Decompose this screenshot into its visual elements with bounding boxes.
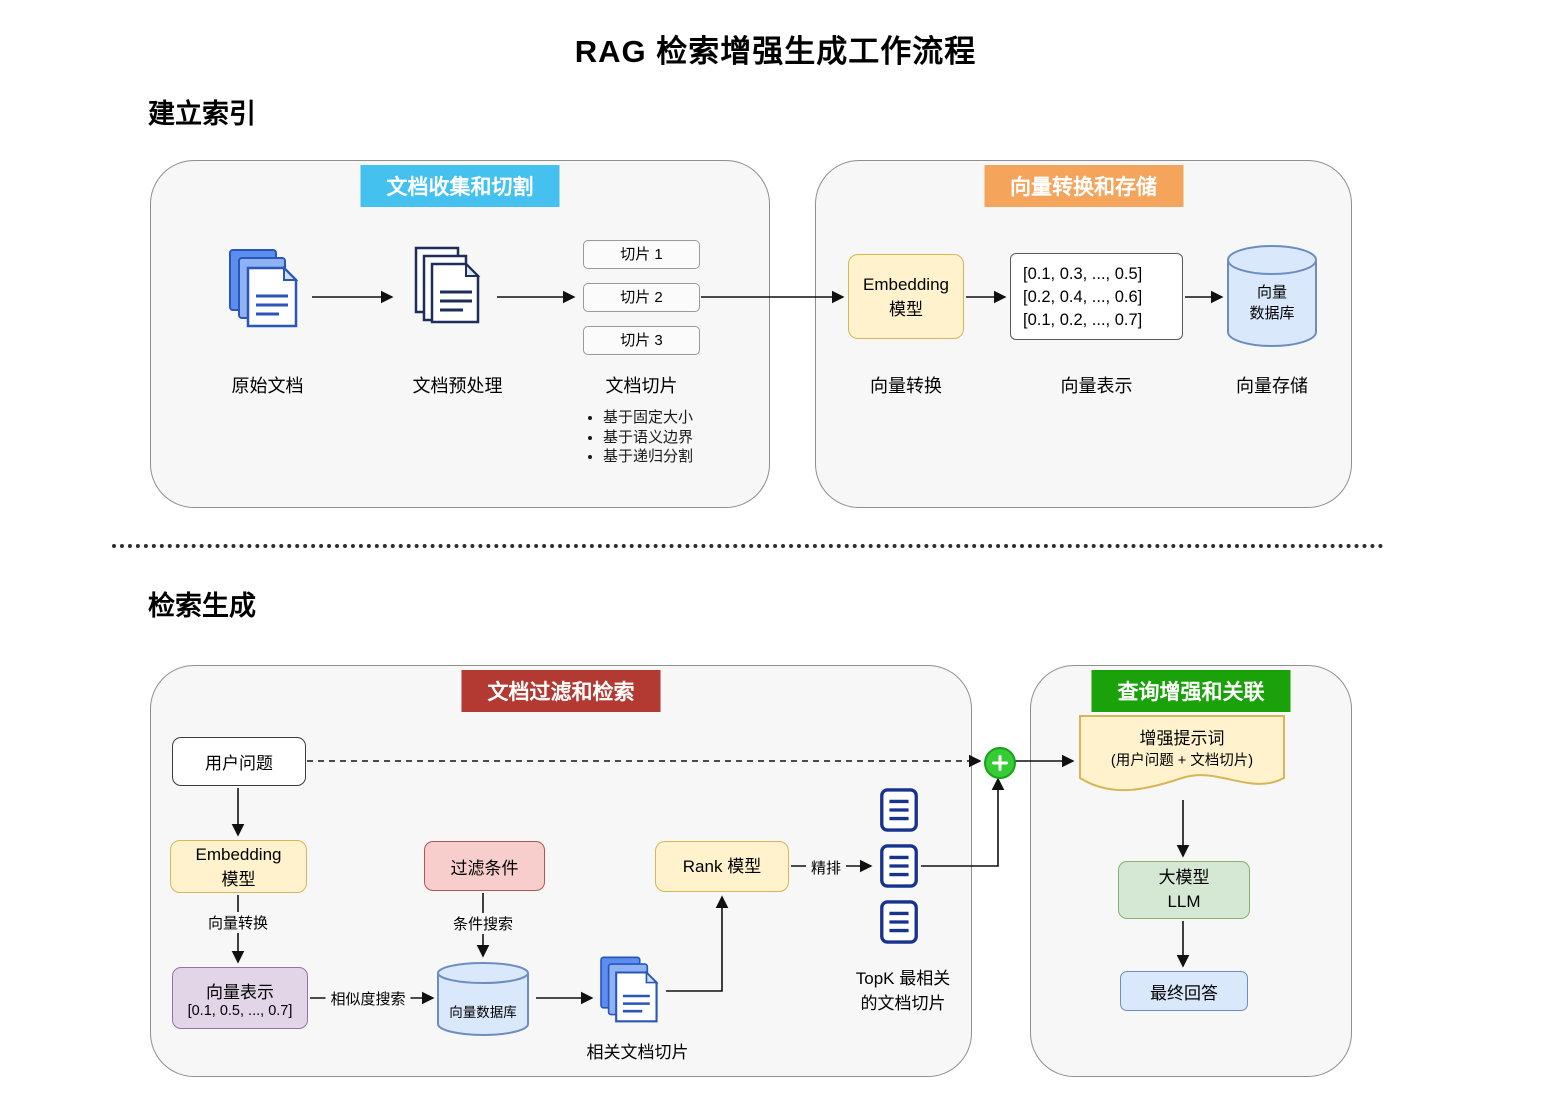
chunking-strategy-list: 基于固定大小 基于语义边界 基于递归分割: [585, 408, 755, 467]
rerank-label: 精排: [805, 857, 847, 878]
similarity-search-label: 相似度搜索: [325, 988, 411, 1009]
vector-value-row: [0.2, 0.4, ..., 0.6]: [1023, 288, 1143, 306]
merge-plus-node: [984, 747, 1016, 779]
slice-item-3: 切片 3: [583, 326, 700, 355]
panel-header-filter-retrieve: 文档过滤和检索: [461, 670, 661, 712]
slice-item-1: 切片 1: [583, 240, 700, 269]
panel-header-query-augment: 查询增强和关联: [1091, 670, 1291, 712]
vector-values-box: [0.1, 0.3, ..., 0.5] [0.2, 0.4, ..., 0.6…: [1010, 253, 1183, 340]
filter-condition-box: 过滤条件: [424, 841, 545, 891]
chunking-strategy-item: 基于固定大小: [603, 408, 755, 428]
slices-label: 文档切片: [605, 376, 678, 396]
section-heading-retrieval: 检索生成: [148, 591, 256, 621]
embedding-model-2-line2: 模型: [221, 869, 256, 889]
embedding-model-line2: 模型: [889, 299, 923, 319]
panel-header-vector-store: 向量转换和存储: [984, 165, 1183, 207]
vector-value-row: [0.1, 0.2, ..., 0.7]: [1023, 311, 1143, 329]
raw-documents-label: 原始文档: [231, 376, 304, 396]
section-heading-indexing: 建立索引: [148, 99, 256, 129]
slice-list: 切片 1 切片 2 切片 3: [583, 240, 700, 355]
vector-database-2-label: 向量数据库: [449, 1005, 517, 1020]
vector-value-row: [0.1, 0.3, ..., 0.5]: [1023, 265, 1143, 283]
condition-search-label: 条件搜索: [447, 913, 519, 934]
augmented-prompt-shape: 增强提示词 (用户问题 + 文档切片): [1078, 714, 1286, 798]
vector-representation-line1: 向量表示: [206, 982, 274, 1002]
embedding-model-box-2: Embedding 模型: [170, 840, 307, 893]
embedding-model-2-line1: Embedding: [195, 844, 282, 864]
embedding-model-box: Embedding 模型: [848, 254, 964, 339]
chunking-strategy-item: 基于语义边界: [603, 428, 755, 448]
vector-representation-box: 向量表示 [0.1, 0.5, ..., 0.7]: [172, 967, 308, 1029]
augmented-prompt-line2: (用户问题 + 文档切片): [1110, 753, 1254, 769]
vector-representation-line2: [0.1, 0.5, ..., 0.7]: [187, 1002, 293, 1019]
preprocess-documents-icon: [408, 246, 498, 341]
vector-database-line2: 数据库: [1249, 305, 1295, 322]
raw-documents-icon: [224, 246, 312, 339]
topk-label: TopK 最相关 的文档切片: [818, 966, 988, 1016]
vector-database-line1: 向量: [1256, 284, 1287, 301]
vector-convert-label-2: 向量转换: [202, 912, 274, 933]
slice-item-2: 切片 2: [583, 283, 700, 312]
topk-document-icon: [880, 900, 918, 944]
section-separator: [112, 544, 1384, 548]
llm-line1: 大模型: [1158, 868, 1210, 887]
augmented-prompt-line1: 增强提示词: [1139, 729, 1225, 748]
related-documents-icon: [596, 950, 670, 1037]
page-title: RAG 检索增强生成工作流程: [574, 34, 977, 69]
topk-document-icon: [880, 844, 918, 888]
chunking-strategy-item: 基于递归分割: [603, 447, 755, 467]
panel-header-doc-collect: 文档收集和切割: [360, 165, 560, 207]
vector-database-icon: 向量 数据库: [1224, 242, 1320, 350]
embedding-model-line1: Embedding: [862, 274, 949, 294]
related-documents-label: 相关文档切片: [586, 1043, 689, 1062]
topk-documents-icons: [879, 788, 919, 944]
vector-store-label: 向量存储: [1236, 376, 1308, 396]
llm-line2: LLM: [1167, 892, 1201, 911]
topk-label-line1: TopK 最相关: [855, 969, 951, 988]
topk-label-line2: 的文档切片: [860, 994, 946, 1013]
user-question-box: 用户问题: [172, 737, 306, 786]
llm-box: 大模型 LLM: [1118, 861, 1250, 919]
rank-model-box: Rank 模型: [655, 841, 789, 892]
preprocess-documents-label: 文档预处理: [412, 376, 503, 396]
vector-convert-label: 向量转换: [870, 376, 942, 396]
topk-document-icon: [880, 788, 918, 832]
vector-represent-label: 向量表示: [1060, 376, 1133, 396]
vector-database-icon-2: 向量数据库: [432, 960, 534, 1040]
final-answer-box: 最终回答: [1120, 971, 1248, 1011]
